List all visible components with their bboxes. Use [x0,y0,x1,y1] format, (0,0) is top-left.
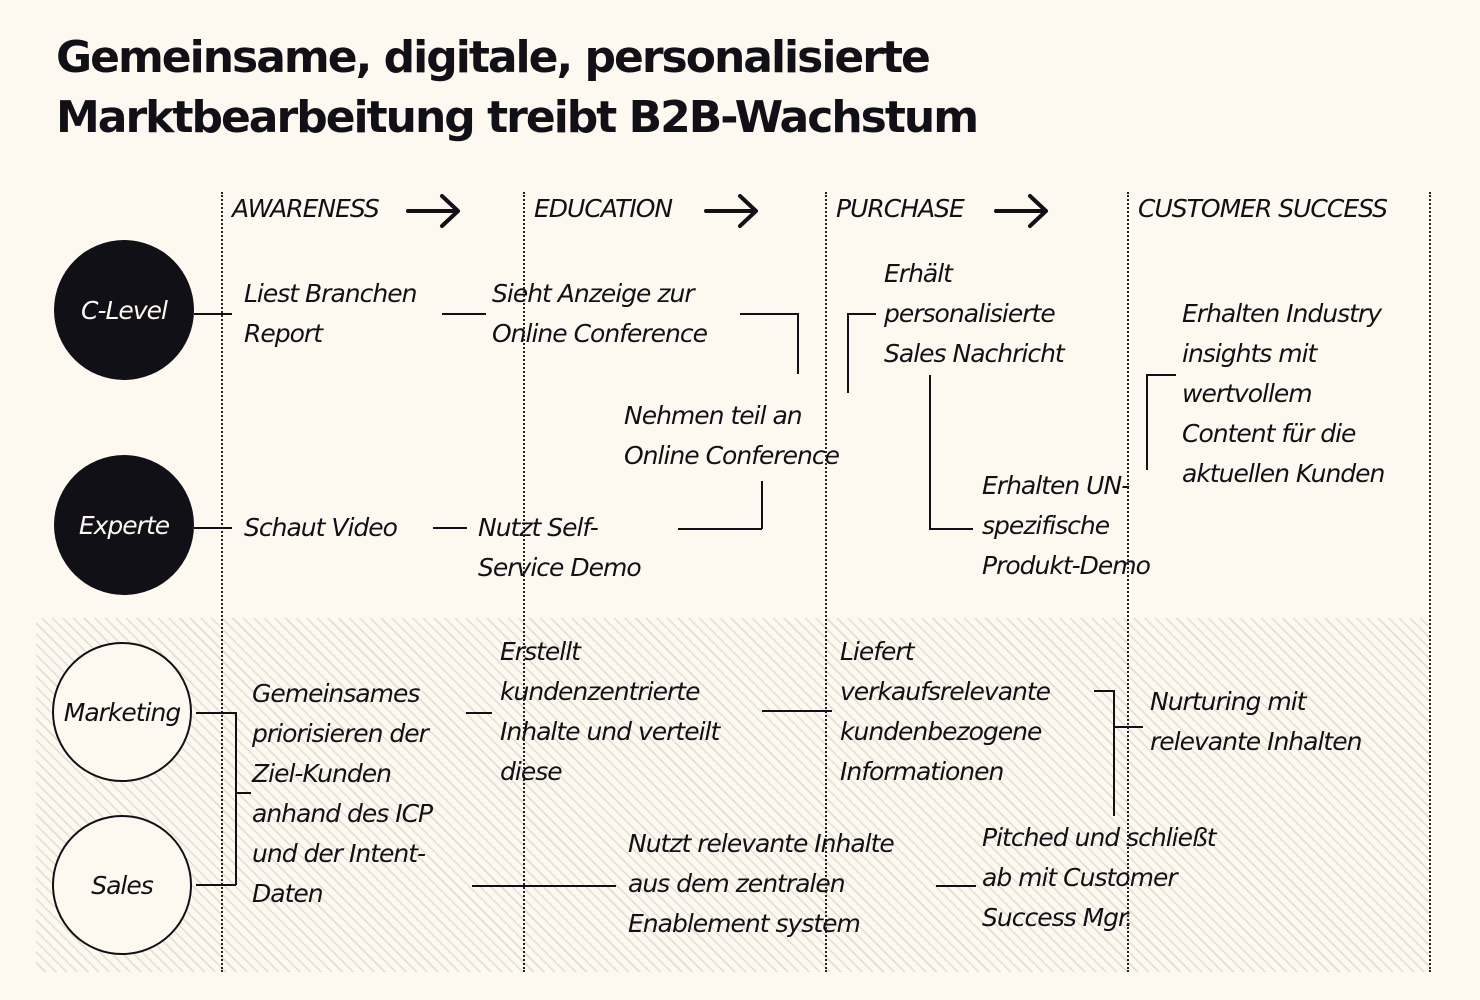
step-nutzt-demo: Nutzt Self- Service Demo [478,513,642,582]
connector-line [196,712,236,714]
connector-line [442,313,486,315]
connector-line [847,313,849,393]
column-divider [1127,192,1129,972]
stage-awareness: AWARENESS [232,194,380,223]
connector-line [761,481,763,529]
connector-line [235,792,251,794]
step-erhaelt-nachricht: Erhält personalisierte Sales Nachricht [884,259,1065,368]
connector-line [740,313,798,315]
connector-line [797,313,799,374]
stage-customer-success: CUSTOMER SUCCESS [1138,194,1388,223]
connector-line [929,528,973,530]
team-label: Marketing [63,697,181,727]
persona-label: Experte [78,510,170,540]
connector-line [1146,374,1176,376]
column-divider [221,192,223,972]
connector-line [929,375,931,529]
title-line-1: Gemeinsame, digitale, personalisierte [56,32,931,83]
connector-line [433,527,467,529]
connector-line [762,710,832,712]
stage-purchase: PURCHASE [836,194,965,223]
connector-line [194,527,232,529]
step-nurturing: Nurturing mit relevante Inhalten [1150,687,1362,756]
step-nehmen-teil: Nehmen teil an Online Conference [624,401,840,470]
arrow-right-icon [406,194,460,228]
step-pitched: Pitched und schließt ab mit Customer Suc… [982,823,1217,932]
connector-line [196,884,236,886]
step-sieht-anzeige: Sieht Anzeige zur Online Conference [492,279,708,348]
connector-line [1094,690,1114,692]
column-divider [523,192,525,972]
persona-experte: Experte [54,455,194,595]
step-liefert: Liefert verkaufsrelevante kundenbezogene… [840,637,1051,786]
step-erhalten-demo: Erhalten UN- spezifische Produkt-Demo [982,471,1151,580]
page-title: Gemeinsame, digitale, personalisierte Ma… [56,28,979,148]
connector-line [936,885,976,887]
step-erhalten-insights: Erhalten Industry insights mit wertvolle… [1182,299,1385,488]
column-divider [825,192,827,972]
connector-line [848,313,876,315]
step-schaut-video: Schaut Video [244,513,398,542]
step-nutzt-inhalte: Nutzt relevante Inhalte aus dem zentrale… [628,829,895,938]
connector-line [235,712,237,885]
connector-line [1146,374,1148,470]
connector-line [466,712,492,714]
step-erstellt: Erstellt kundenzentrierte Inhalte und ve… [500,637,720,786]
connector-line [1113,726,1143,728]
column-divider [1429,192,1431,972]
step-liest-report: Liest Branchen Report [244,279,417,348]
connector-line [472,885,616,887]
connector-line [1113,690,1115,816]
step-gemeinsames: Gemeinsames priorisieren der Ziel-Kunden… [252,679,433,908]
team-sales: Sales [52,815,192,955]
team-lane-hatched-background [36,618,1430,972]
stage-education: EDUCATION [534,194,673,223]
team-marketing: Marketing [52,642,192,782]
arrow-right-icon [704,194,758,228]
persona-label: C-Level [81,295,168,325]
title-line-2: Marktbearbeitung treibt B2B-Wachstum [56,92,979,143]
arrow-right-icon [994,194,1048,228]
persona-c-level: C-Level [54,240,194,380]
connector-line [194,313,232,315]
team-label: Sales [91,870,154,900]
connector-line [678,528,762,530]
